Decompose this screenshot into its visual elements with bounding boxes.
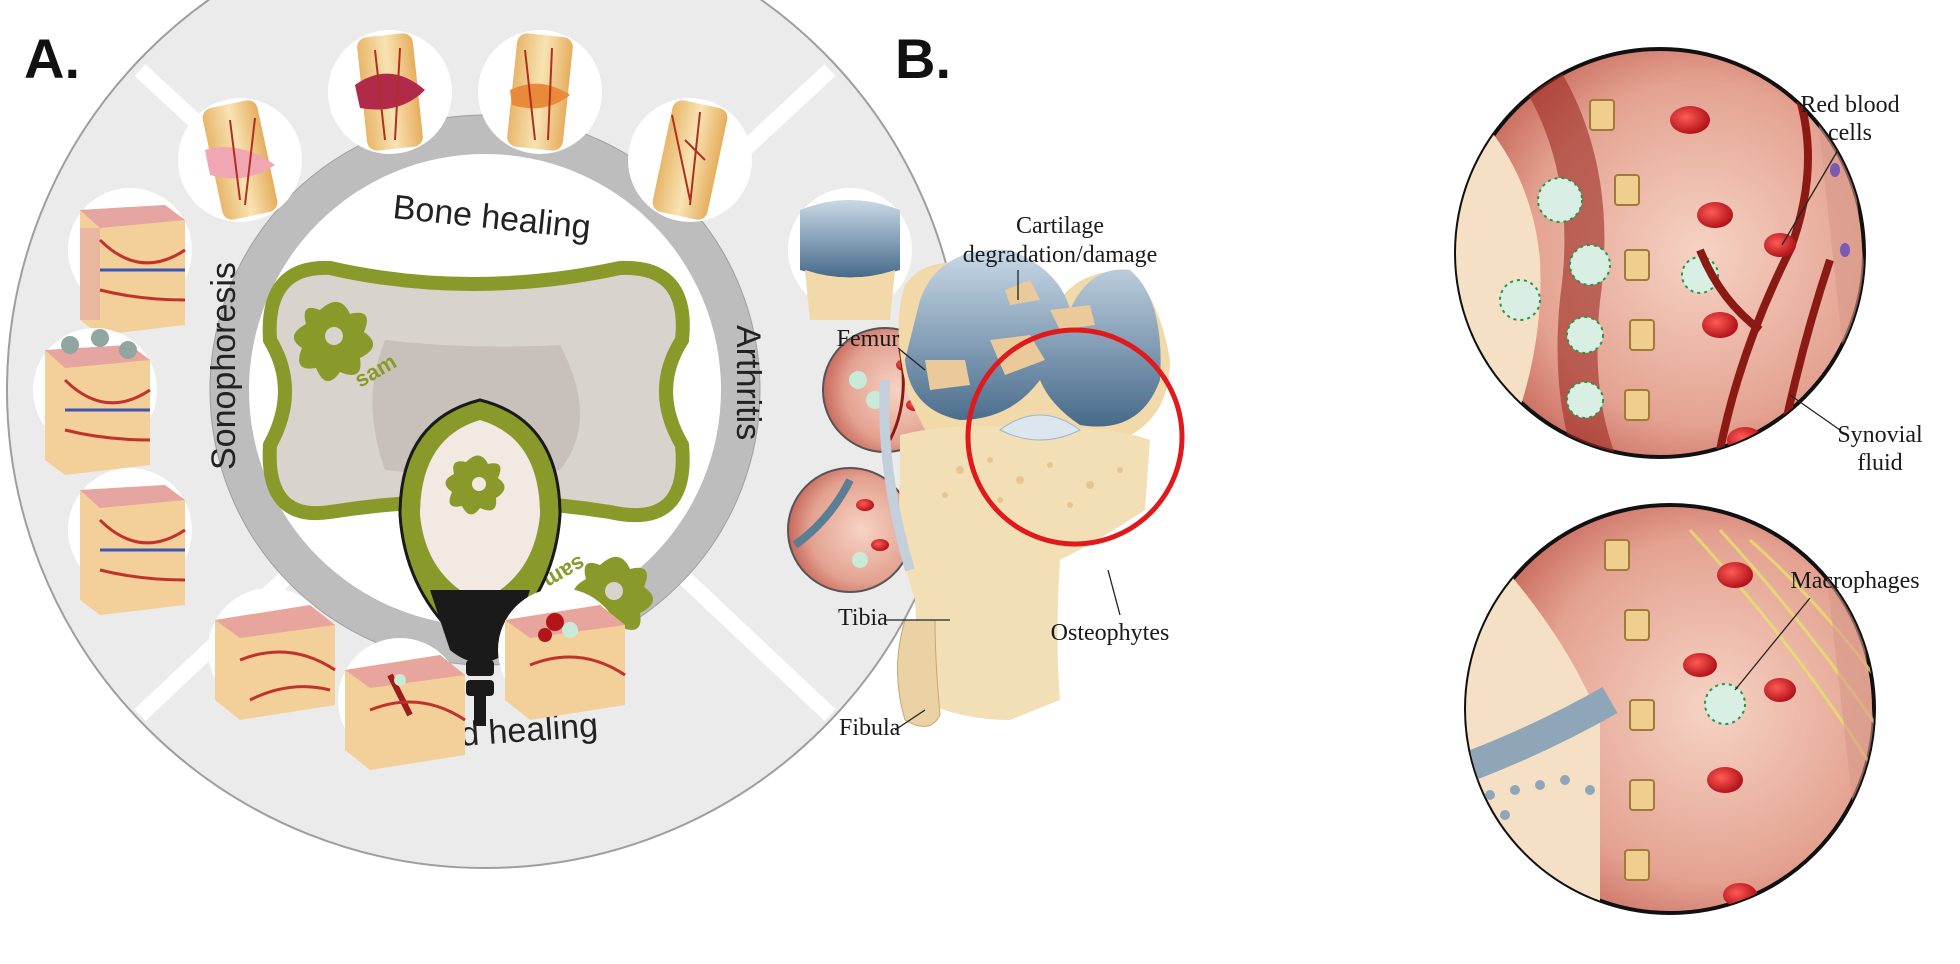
wound-block-2 (338, 638, 466, 770)
tibia-label: Tibia (838, 605, 888, 631)
wound-block-1 (208, 588, 336, 720)
collateral-ligament (879, 379, 915, 572)
skin-block-2 (33, 328, 157, 475)
macrophages-label: Macrophages (1790, 568, 1919, 594)
highlight-circle (965, 327, 1185, 547)
cartilage-lesion-4 (1005, 280, 1040, 305)
red-blood-cells-label-line1: Red blood (1800, 92, 1899, 118)
synovial-fluid-label-line1: Synovial (1837, 422, 1923, 448)
cable-ring-2 (466, 680, 494, 696)
panel-b: B. Cartilage degradation/damage Femur (837, 27, 1923, 915)
transducer-logo (445, 455, 505, 515)
femur-leader (897, 347, 926, 371)
synovial-fluid-leader (1789, 394, 1841, 431)
femur-label: Femur (837, 326, 900, 352)
bone-fracture-stage-3 (478, 30, 602, 154)
osteophytes-label: Osteophytes (1051, 620, 1170, 646)
osteophyte-texture (942, 457, 1123, 508)
red-blood-cells-label-line2: cells (1828, 120, 1872, 146)
cartilage-label-line1: Cartilage (1016, 213, 1104, 239)
cartilage-label-line2: degradation/damage (963, 242, 1158, 268)
bone-fracture-stage-1 (178, 98, 302, 222)
skin-block-3 (68, 468, 192, 615)
bone-healing-images (178, 30, 752, 222)
synovium-thumbnail-2 (787, 467, 913, 593)
cartilage-lesion-1 (990, 335, 1045, 375)
knee-thumbnail (788, 188, 912, 320)
synoviocytes-2 (1604, 539, 1655, 881)
synovial-fluid-label-line2: fluid (1857, 450, 1902, 476)
bone-fracture-stage-4 (628, 98, 752, 222)
ligaments (999, 414, 1081, 441)
skin-block-1 (68, 188, 192, 335)
panel-b-letter: B. (895, 27, 951, 90)
cable (474, 696, 486, 726)
red-blood-cells-inset (1454, 47, 1866, 459)
red-blood-cells-leader (1781, 149, 1839, 246)
bone-fracture-stage-2 (328, 30, 452, 154)
sonophoresis-images (33, 188, 192, 615)
cartilage-lesion-2 (925, 360, 970, 390)
panel-a: A. Bone healing Sonophoresis Arthritis W… (6, 0, 964, 869)
fibula-leader (894, 709, 926, 731)
fibula (897, 619, 941, 727)
wound-block-3 (498, 588, 626, 720)
ultrasound-device: sam sam (262, 260, 690, 726)
panel-a-letter: A. (24, 27, 80, 90)
cable-ring-1 (466, 660, 494, 676)
logo-top-left (293, 301, 374, 382)
wound-healing-images (208, 588, 626, 770)
arthritis-label: Arthritis (729, 325, 767, 440)
tibia (899, 426, 1150, 720)
cartilage-lesion-3 (1050, 305, 1095, 330)
fibula-label: Fibula (839, 715, 901, 741)
cartilage-layer-2 (1466, 686, 1618, 785)
knee-joint (879, 249, 1185, 727)
synoviocytes (1589, 99, 1655, 421)
macrophages-leader (1734, 597, 1811, 691)
osteophytes-leader (1107, 569, 1121, 616)
macrophage-cell (1704, 683, 1746, 725)
particles (1485, 775, 1595, 820)
sonophoresis-label: Sonophoresis (205, 262, 243, 470)
